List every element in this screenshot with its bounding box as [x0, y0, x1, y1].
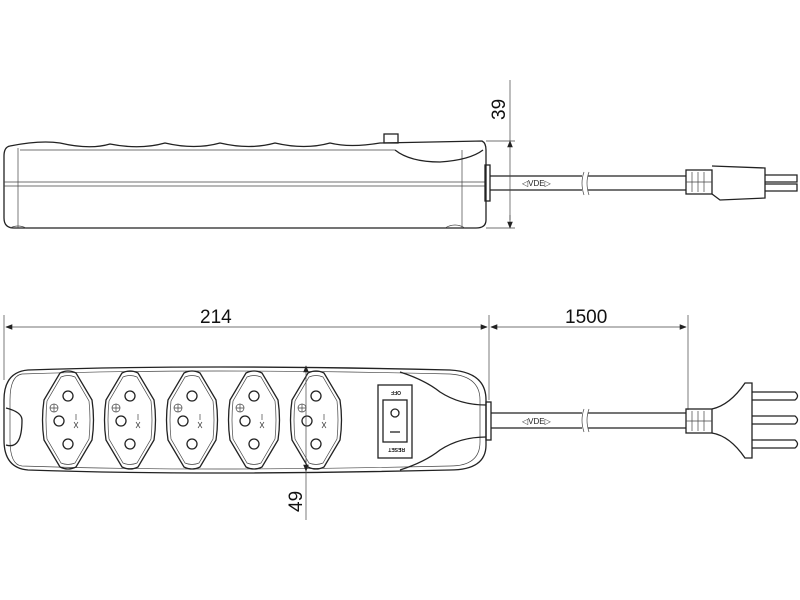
socket[interactable]	[103, 370, 157, 470]
top-plug	[685, 382, 799, 459]
side-plug	[685, 165, 798, 201]
top-cable: ◁VDE▷	[491, 408, 686, 433]
socket[interactable]	[41, 370, 95, 470]
dimension-width: 49	[286, 365, 309, 520]
dim-49: 49	[286, 491, 307, 512]
top-body-outline	[3, 366, 487, 474]
switch-off-label: OFF	[391, 389, 401, 395]
dimension-height: 39	[486, 80, 515, 229]
dimension-length: 214 1500	[3, 307, 689, 410]
dim-1500: 1500	[565, 307, 607, 328]
side-cable: ◁VDE▷	[490, 171, 686, 196]
switch-side	[383, 133, 399, 144]
switch-reset-label: RESET	[388, 446, 405, 452]
side-view: ◁VDE▷ 39	[3, 80, 798, 229]
cable-marking-top: ◁VDE▷	[522, 417, 552, 426]
power-switch[interactable]: OFF RESET	[377, 384, 413, 459]
dim-39: 39	[489, 99, 510, 120]
socket[interactable]	[165, 370, 219, 470]
dim-214: 214	[200, 307, 232, 328]
side-body-outline	[3, 140, 487, 229]
socket[interactable]	[227, 370, 281, 470]
socket[interactable]	[289, 370, 343, 470]
cable-marking-side: ◁VDE▷	[522, 179, 552, 188]
socket-group	[41, 370, 343, 470]
top-view: 214 1500 OFF	[3, 307, 799, 520]
